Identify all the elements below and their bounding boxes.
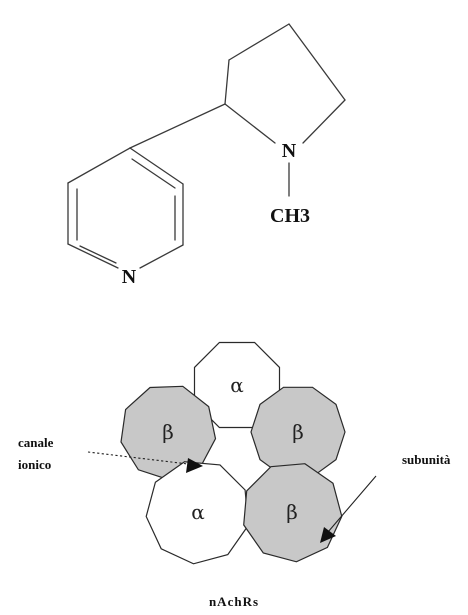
pyridine-bond-6 xyxy=(67,147,131,184)
methyl-label: CH3 xyxy=(270,205,310,227)
subunit-pointer-line xyxy=(327,475,377,533)
pyridine-nitrogen-label: N xyxy=(122,266,137,288)
subunit-alpha-1 xyxy=(193,341,281,429)
subunit-label-1: α xyxy=(230,373,244,397)
subunit-label-5: β xyxy=(286,500,298,524)
pyrrolidine-bond-3 xyxy=(224,103,276,144)
subunit-pointer-arrowhead xyxy=(320,527,336,543)
pyrrolidine-bond-1 xyxy=(288,23,346,101)
receptor-diagram: α β β α β canale ionico subunità nAchRs xyxy=(18,341,451,609)
channel-label-line1: canale xyxy=(18,435,54,450)
linking-bond xyxy=(129,103,226,149)
pyridine-double-bond-4 xyxy=(79,245,117,264)
subunit-label: subunità xyxy=(402,452,451,467)
subunit-beta-5 xyxy=(243,463,343,563)
pyrrolidine-bond-4 xyxy=(224,59,230,105)
pyrrolidine-bond-5 xyxy=(228,23,290,61)
channel-pointer-arrowhead xyxy=(186,458,203,473)
pyridine-double-bond-1 xyxy=(131,158,176,189)
pyridine-bond-1 xyxy=(129,147,184,185)
subunit-layer: α β β α β xyxy=(120,341,346,565)
receptor-caption: nAchRs xyxy=(209,594,259,609)
subunit-label-4: α xyxy=(191,500,205,524)
channel-label-line2: ionico xyxy=(18,457,51,472)
pyrrolidine-nitrogen-label: N xyxy=(282,140,297,162)
subunit-alpha-4 xyxy=(145,461,249,565)
pyrrolidine-bond-2 xyxy=(302,99,346,144)
subunit-label-3: β xyxy=(292,420,304,444)
channel-pointer-line xyxy=(87,451,189,465)
pyridine-bond-4 xyxy=(67,243,119,269)
pyridine-bond-3 xyxy=(139,244,184,269)
nicotine-structure: N N CH3 xyxy=(67,23,346,288)
subunit-beta-3 xyxy=(250,386,346,478)
subunit-label-2: β xyxy=(162,420,174,444)
